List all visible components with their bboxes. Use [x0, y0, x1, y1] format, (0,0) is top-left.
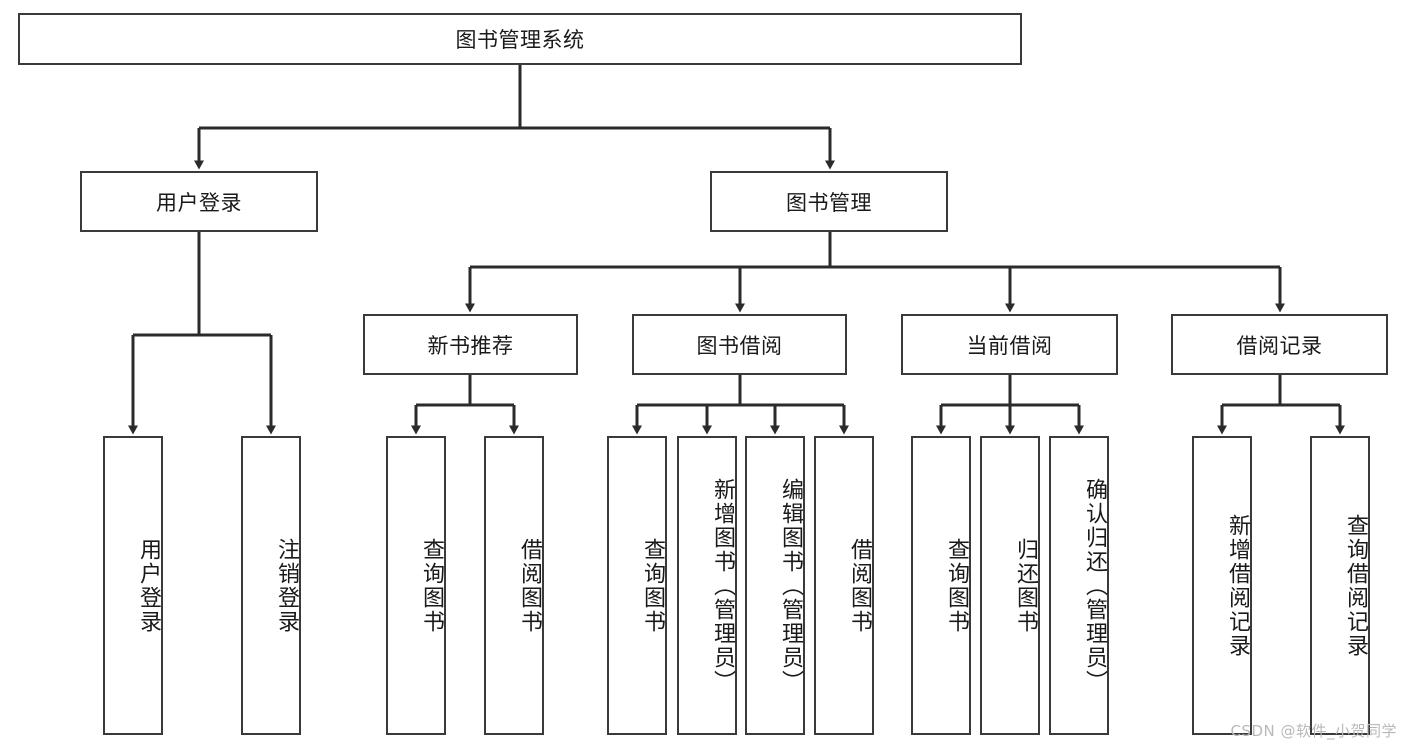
- node-label: 图书管理系统: [455, 28, 585, 52]
- node-current-borrow[interactable]: 当前借阅: [901, 314, 1118, 375]
- node-new-book-recommend[interactable]: 新书推荐: [363, 314, 578, 375]
- node-label: 查询图书: [419, 537, 444, 634]
- leaf-book-borrow-add[interactable]: 新增图书（管理员）: [677, 436, 737, 735]
- leaf-user-login-login[interactable]: 用户登录: [103, 436, 163, 735]
- node-label: 注销登录: [274, 537, 299, 634]
- leaf-book-borrow-borrow[interactable]: 借阅图书: [814, 436, 874, 735]
- node-label: 当前借阅: [966, 333, 1053, 358]
- leaf-book-borrow-edit[interactable]: 编辑图书（管理员）: [745, 436, 805, 735]
- node-label: 查询图书: [640, 537, 665, 634]
- leaf-new-book-borrow[interactable]: 借阅图书: [484, 436, 544, 735]
- node-label: 查询借阅记录: [1343, 513, 1368, 658]
- node-label: 新书推荐: [427, 333, 514, 358]
- leaf-new-book-query[interactable]: 查询图书: [386, 436, 446, 735]
- node-label: 借阅图书: [847, 537, 872, 634]
- leaf-user-login-logout[interactable]: 注销登录: [241, 436, 301, 735]
- node-label: 图书管理: [786, 190, 872, 215]
- node-label: 借阅图书: [517, 537, 542, 634]
- node-label: 新增图书（管理员）: [710, 477, 735, 694]
- node-label: 借阅记录: [1236, 333, 1323, 358]
- leaf-current-borrow-return[interactable]: 归还图书: [980, 436, 1040, 735]
- node-label: 用户登录: [136, 537, 161, 634]
- leaf-current-borrow-confirm-return[interactable]: 确认归还（管理员）: [1049, 436, 1109, 735]
- leaf-current-borrow-query[interactable]: 查询图书: [911, 436, 971, 735]
- node-label: 新增借阅记录: [1225, 513, 1250, 658]
- leaf-book-borrow-query[interactable]: 查询图书: [607, 436, 667, 735]
- node-label: 用户登录: [156, 190, 242, 215]
- node-label: 归还图书: [1013, 537, 1038, 634]
- node-label: 确认归还（管理员）: [1082, 477, 1107, 694]
- node-book-borrow[interactable]: 图书借阅: [632, 314, 847, 375]
- node-label: 编辑图书（管理员）: [778, 477, 803, 694]
- watermark-text: CSDN @软件_小贺同学: [1230, 722, 1397, 740]
- leaf-borrow-record-query[interactable]: 查询借阅记录: [1310, 436, 1370, 735]
- node-borrow-record[interactable]: 借阅记录: [1171, 314, 1388, 375]
- node-label: 查询图书: [944, 537, 969, 634]
- leaf-borrow-record-add[interactable]: 新增借阅记录: [1192, 436, 1252, 735]
- node-user-login[interactable]: 用户登录: [80, 171, 318, 232]
- node-root-system[interactable]: 图书管理系统: [18, 13, 1022, 65]
- node-book-management[interactable]: 图书管理: [710, 171, 948, 232]
- node-label: 图书借阅: [696, 333, 783, 358]
